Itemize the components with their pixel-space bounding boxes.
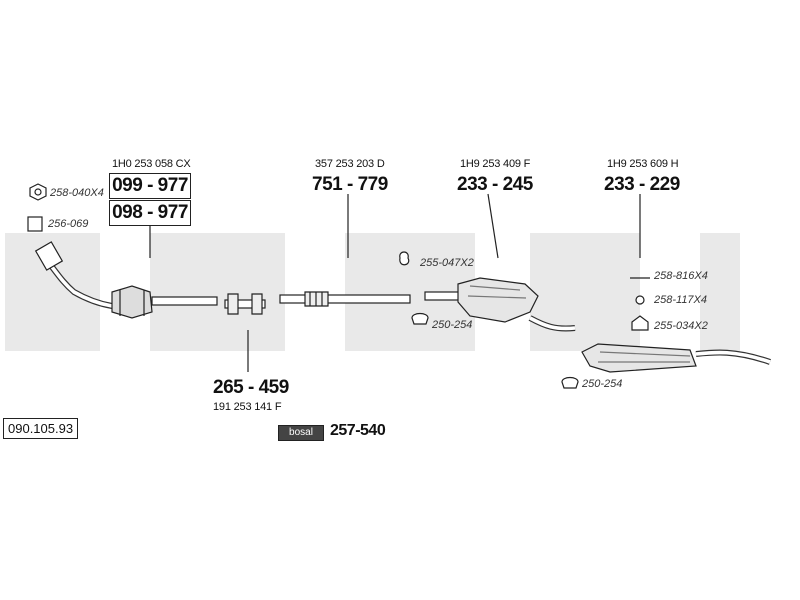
watermark-block-5 (700, 233, 740, 351)
clamp-icon (561, 376, 579, 389)
oe-number-rear-silencer: 1H9 253 609 H (607, 158, 679, 170)
part-number-clamp-connector[interactable]: 265 - 459 (213, 377, 289, 398)
part-number-box-front-pipe-2[interactable]: 098 - 977 (109, 200, 191, 226)
watermark-block-4 (530, 233, 640, 351)
bracket-icon (631, 315, 649, 331)
accessory-code-bracket: 255-034X2 (654, 320, 708, 332)
accessory-code-clamp-1: 250-254 (432, 319, 473, 331)
oe-number-middle-pipe: 357 253 203 D (315, 158, 385, 170)
oe-number-front-pipe: 1H0 253 058 CX (112, 158, 191, 170)
mounting-kit-number[interactable]: 257-540 (330, 422, 386, 439)
accessory-code-washer: 258-117X4 (654, 294, 708, 306)
diagram-reference-number: 090.105.93 (3, 418, 79, 439)
clamp-icon (411, 312, 429, 325)
part-number-rear-silencer[interactable]: 233 - 229 (604, 174, 680, 195)
part-number-box-front-pipe-1[interactable]: 099 - 977 (109, 173, 191, 199)
accessory-code-clamp-2: 250-254 (582, 378, 623, 390)
accessory-code-bolt: 258-816X4 (654, 270, 708, 282)
watermark-block-2 (150, 233, 285, 351)
bosal-brand-box: bosal (278, 425, 324, 441)
accessory-code-rubber-mount: 255-047X2 (420, 257, 474, 269)
part-number-centre-silencer[interactable]: 233 - 245 (457, 174, 533, 195)
oe-number-centre-silencer: 1H9 253 409 F (460, 158, 531, 170)
gasket-icon (27, 216, 43, 232)
washer-icon (635, 295, 645, 305)
accessory-code-nut: 258-040X4 (50, 187, 104, 199)
rubber-mount-icon (399, 251, 410, 266)
part-number-middle-pipe[interactable]: 751 - 779 (312, 174, 388, 195)
oe-number-clamp-connector: 191 253 141 F (213, 401, 282, 413)
nut-icon (29, 183, 47, 201)
accessory-code-gasket: 256-069 (48, 218, 89, 230)
